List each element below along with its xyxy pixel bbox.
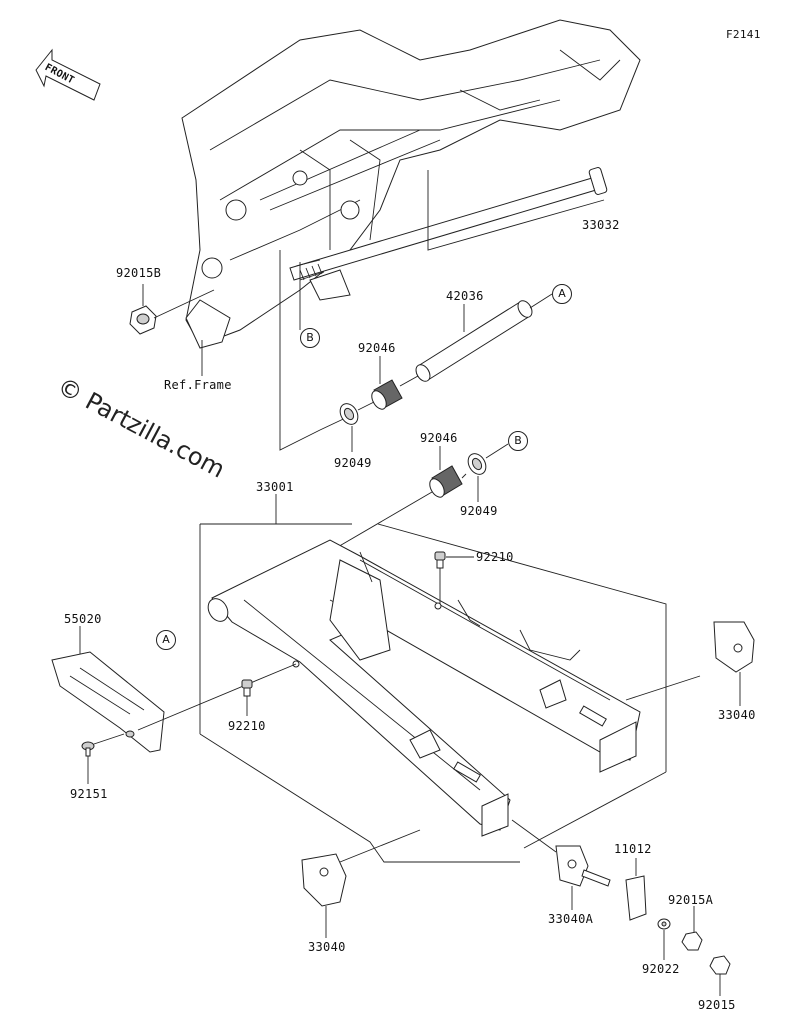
adjuster-33040-bottom <box>301 853 347 907</box>
part-92015b: 92015B <box>116 266 162 280</box>
part-92046-lower: 92046 <box>420 431 458 445</box>
callout-b-top: B <box>508 431 528 451</box>
part-92046-upper: 92046 <box>358 341 396 355</box>
part-33040-bottom: 33040 <box>308 940 346 954</box>
part-92015a: 92015A <box>668 893 714 907</box>
pivot-shaft-33032 <box>289 167 608 281</box>
plate-11012 <box>625 875 647 921</box>
callout-b-frame: B <box>300 328 320 348</box>
collar-42036 <box>415 300 533 382</box>
part-42036: 42036 <box>446 289 484 303</box>
adjuster-33040a <box>555 845 611 887</box>
bearing-92046-upper <box>371 379 403 410</box>
part-33032: 33032 <box>582 218 620 232</box>
seal-92049-upper <box>339 403 359 425</box>
part-92151: 92151 <box>70 787 108 801</box>
seal-92049-lower <box>467 453 487 475</box>
bolt-92210-upper <box>434 551 446 569</box>
bearing-92046-lower <box>429 465 463 498</box>
adjuster-33040-right <box>713 621 755 673</box>
part-92049-upper: 92049 <box>334 456 372 470</box>
swingarm-33001 <box>207 539 641 837</box>
part-33001: 33001 <box>256 480 294 494</box>
part-92049-lower: 92049 <box>460 504 498 518</box>
callout-a-top: A <box>552 284 572 304</box>
part-92022: 92022 <box>642 962 680 976</box>
part-33040-right: 33040 <box>718 708 756 722</box>
screw-92151 <box>81 741 95 757</box>
diagram-code: F2141 <box>726 28 761 41</box>
frame-outline <box>181 19 641 349</box>
ref-frame-label: Ref.Frame <box>164 378 232 392</box>
front-arrow-icon <box>35 48 101 101</box>
part-92210-lower: 92210 <box>228 719 266 733</box>
part-92015: 92015 <box>698 998 736 1012</box>
nut-92015 <box>709 955 731 975</box>
part-11012: 11012 <box>614 842 652 856</box>
nut-92015b <box>129 305 157 335</box>
bolt-92210-lower <box>241 679 253 697</box>
washer-92022 <box>657 918 671 930</box>
chain-guard-55020 <box>51 651 165 753</box>
nut-92015a <box>681 931 703 951</box>
part-33040a: 33040A <box>548 912 594 926</box>
part-55020: 55020 <box>64 612 102 626</box>
part-92210-upper: 92210 <box>476 550 514 564</box>
callout-a-left: A <box>156 630 176 650</box>
